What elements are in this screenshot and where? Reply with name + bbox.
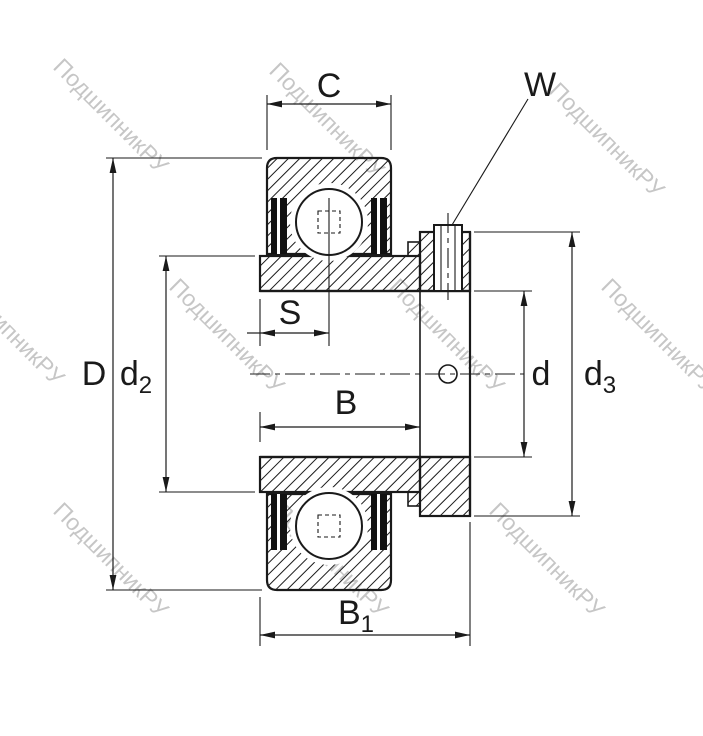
- dimension-B1: B1: [259, 522, 471, 646]
- screw-hole-front-view: [438, 364, 458, 384]
- seal-gap: [377, 494, 380, 550]
- dimension-d3: d3: [474, 231, 616, 517]
- dimension-W: W: [451, 66, 556, 226]
- dimension-D: D: [82, 157, 262, 591]
- dimension-d2: d2: [120, 255, 255, 493]
- inner-ring-step-bottom: [407, 491, 421, 507]
- seal-gap: [277, 494, 280, 550]
- rolling-elements: [290, 183, 368, 565]
- inner-ring-step-top: [407, 241, 421, 257]
- watermark-text: ПодшипникРУ: [544, 77, 669, 202]
- watermark-text: ПодшипникРУ: [48, 497, 173, 622]
- label-d3: d3: [584, 355, 616, 399]
- watermark-text: ПодшипникРУ: [48, 53, 173, 178]
- label-d2: d2: [120, 355, 152, 399]
- seals: [271, 198, 387, 550]
- watermark-text: ПодшипникРУ: [0, 265, 70, 390]
- inner-ring-bottom-section: [258, 455, 422, 494]
- label-D: D: [82, 355, 107, 393]
- cage-symbol-bottom: [317, 514, 341, 538]
- ball-bottom: [295, 492, 363, 560]
- label-B1: B1: [338, 594, 374, 638]
- label-S: S: [279, 294, 302, 332]
- dimension-d: d: [474, 290, 551, 458]
- seal-gap: [377, 198, 380, 254]
- dimension-C: C: [266, 67, 392, 150]
- dimension-S: S: [247, 294, 329, 346]
- leader-line: [451, 98, 529, 226]
- label-d: d: [532, 355, 551, 393]
- part-edges: [250, 198, 524, 516]
- label-C: C: [317, 67, 342, 105]
- label-B: B: [335, 384, 358, 422]
- label-W: W: [524, 66, 556, 104]
- seal-gap: [277, 198, 280, 254]
- locking-collar-bottom-section: [418, 455, 472, 518]
- dimension-B: B: [259, 384, 420, 442]
- inner-ring-top-section: [258, 254, 422, 293]
